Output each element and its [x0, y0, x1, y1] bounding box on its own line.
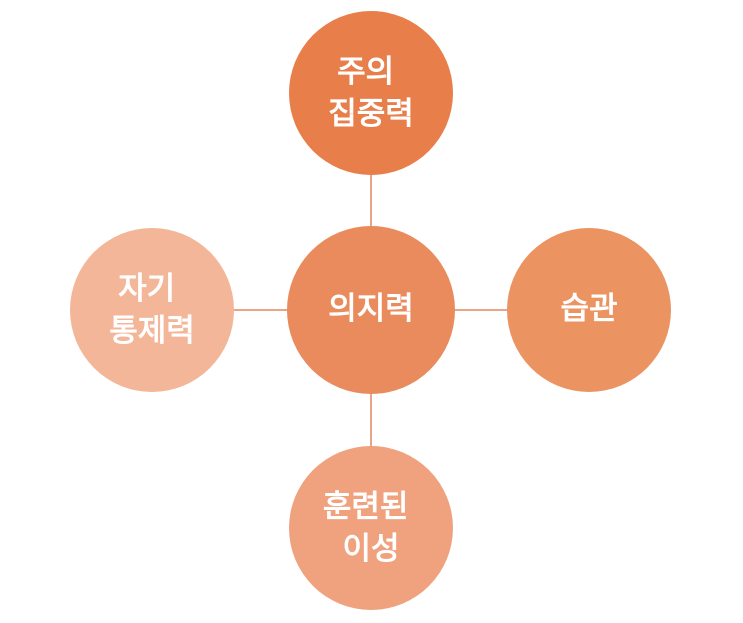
node-bottom-label: 훈련된 이성 — [323, 489, 419, 567]
node-left-circle — [70, 228, 234, 392]
node-top-line-1: 주의 — [337, 54, 394, 90]
node-left-line-1: 자기 — [118, 271, 175, 307]
node-bottom-line-2: 이성 — [342, 531, 399, 567]
node-center-line-1: 의지력 — [328, 291, 414, 327]
node-left-line-2: 통제력 — [109, 313, 195, 349]
node-left-label: 자기 통제력 — [109, 271, 195, 349]
node-top: 주의 집중력 — [289, 11, 453, 175]
node-center-label: 의지력 — [328, 291, 414, 327]
node-right: 습관 — [507, 228, 671, 392]
node-left: 자기 통제력 — [70, 228, 234, 392]
connectors — [234, 175, 508, 446]
node-center: 의지력 — [287, 226, 455, 394]
node-bottom-line-1: 훈련된 — [323, 489, 409, 525]
node-top-label: 주의 집중력 — [328, 54, 414, 132]
node-right-line-1: 습관 — [560, 291, 617, 327]
node-right-label: 습관 — [560, 291, 617, 327]
node-top-line-2: 집중력 — [328, 96, 414, 132]
node-bottom-circle — [289, 446, 453, 610]
node-bottom: 훈련된 이성 — [289, 446, 453, 610]
node-center-circle — [287, 226, 455, 394]
node-right-circle — [507, 228, 671, 392]
node-top-circle — [289, 11, 453, 175]
